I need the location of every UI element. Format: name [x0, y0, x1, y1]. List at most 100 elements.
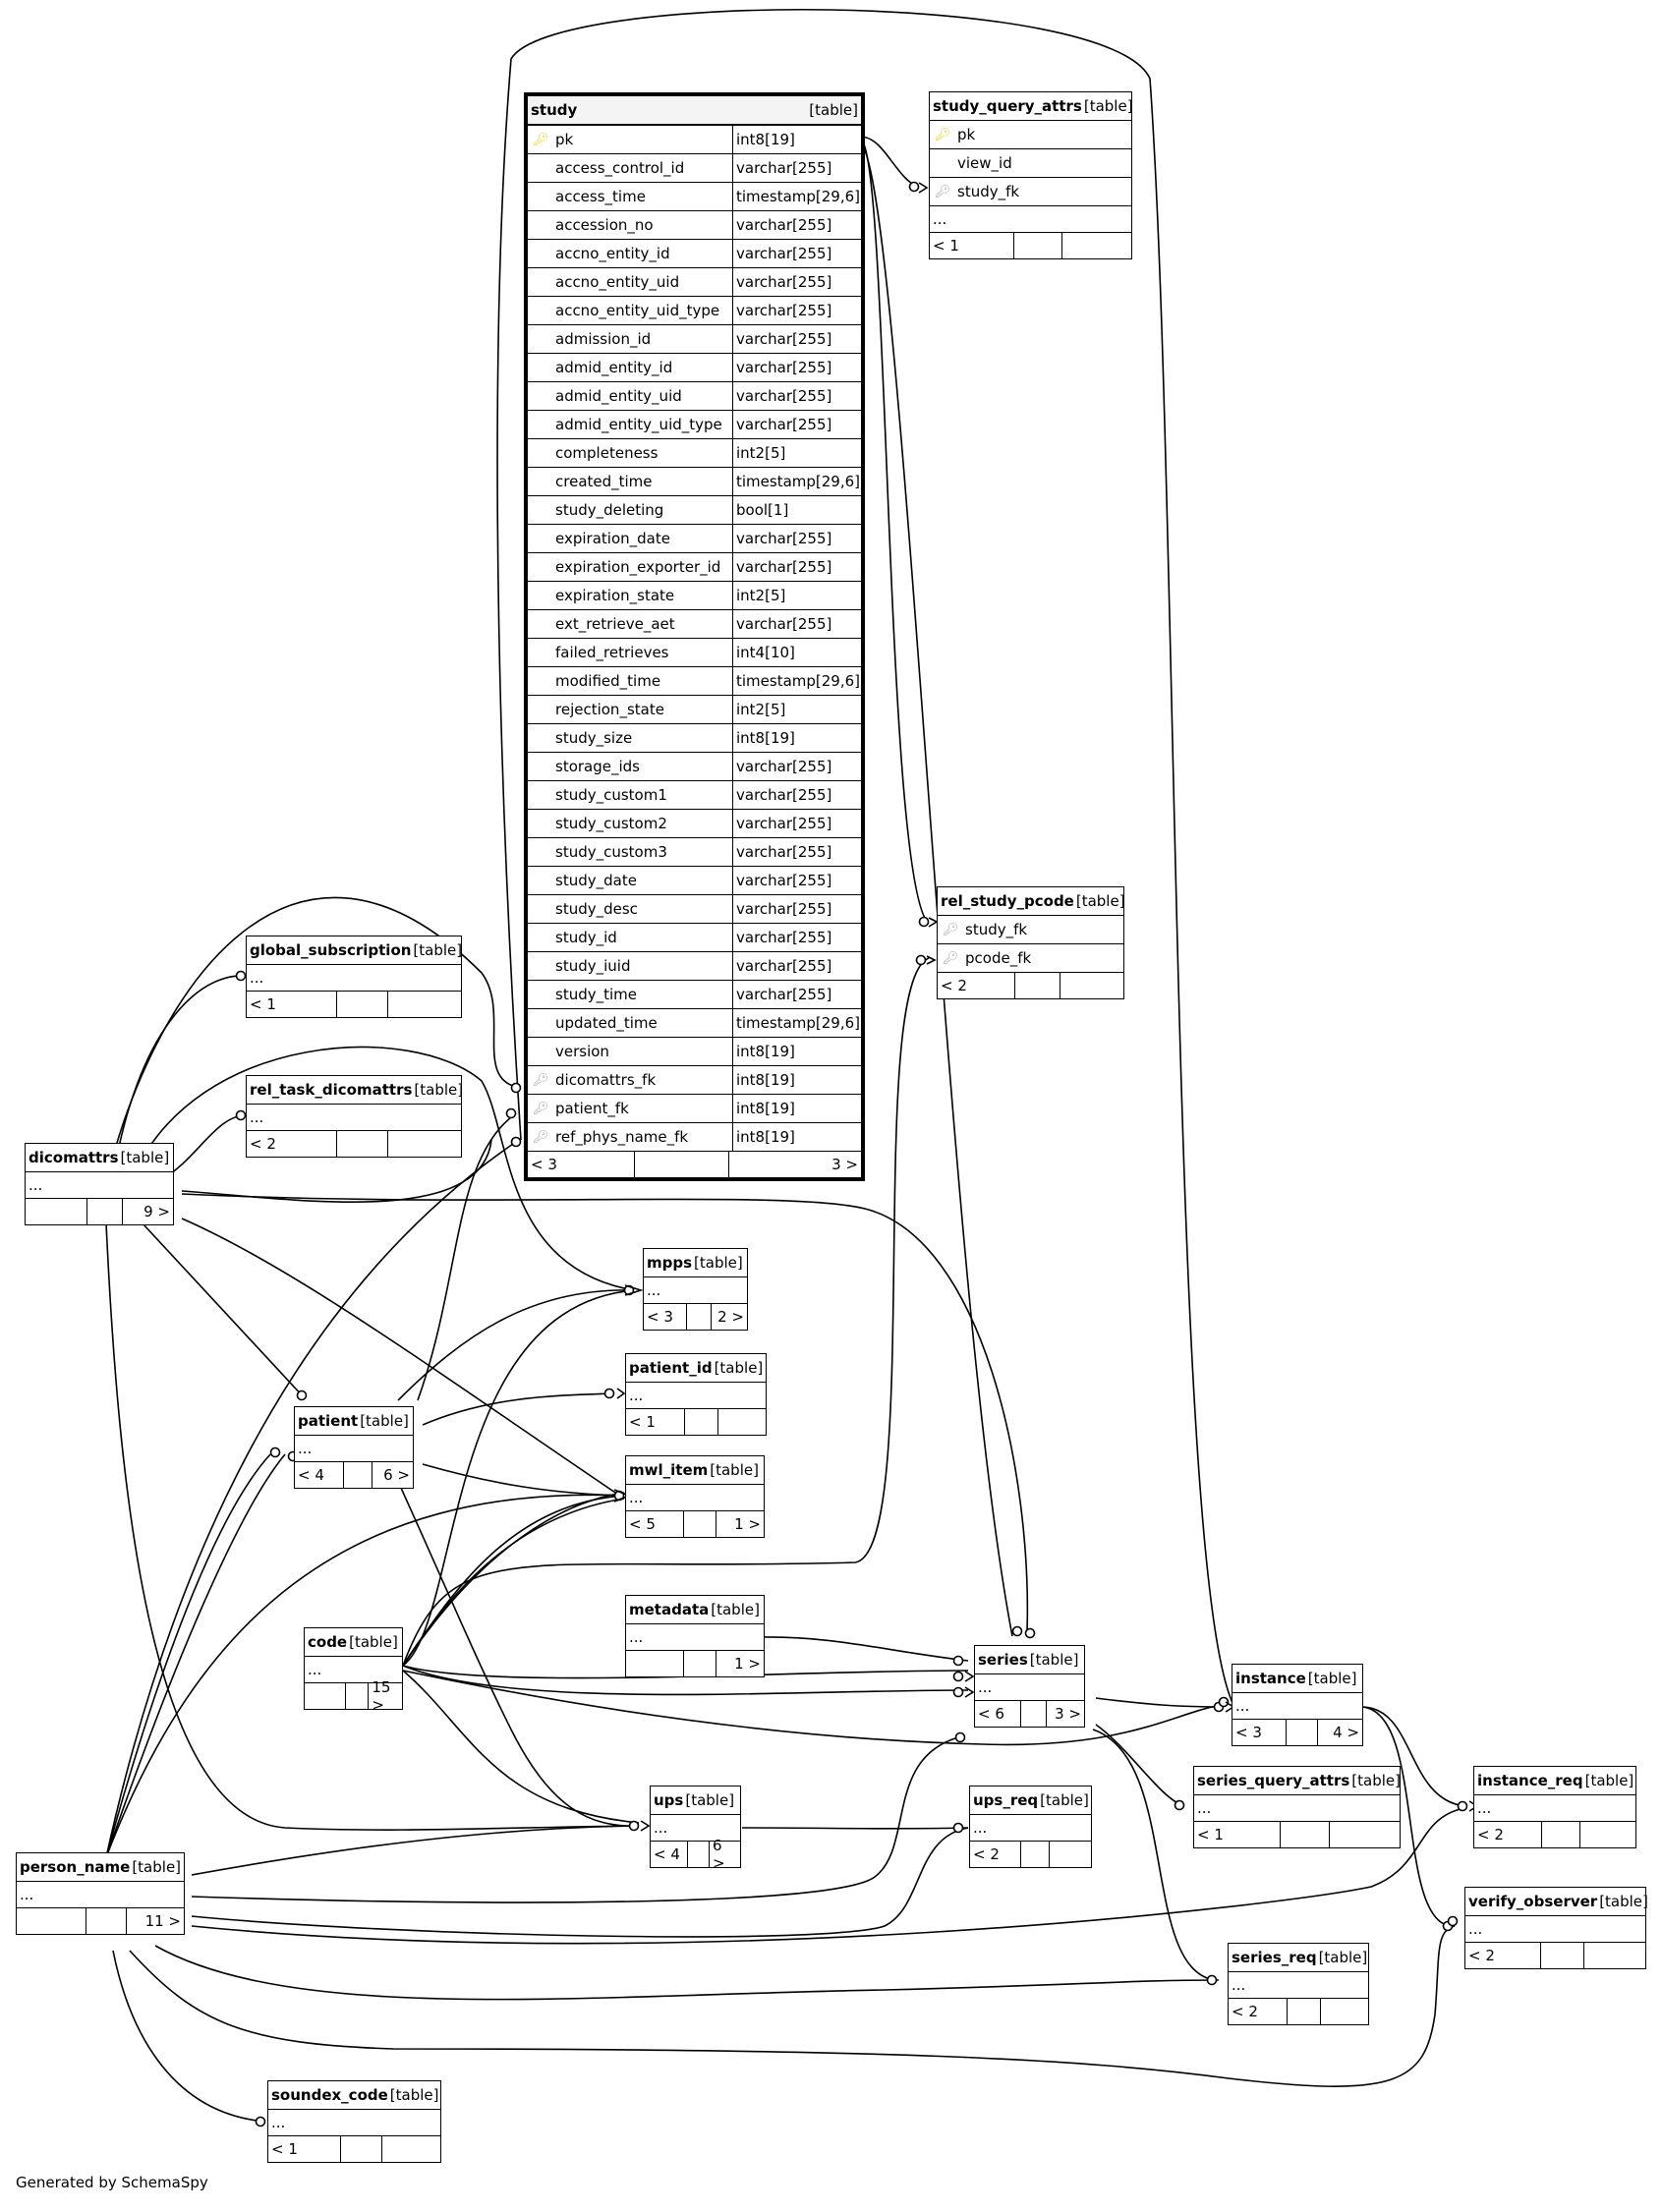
footer-parents[interactable]: < 1 — [247, 992, 337, 1017]
more-columns[interactable]: ... — [930, 206, 1131, 233]
footer-parents[interactable]: < 6 — [975, 1701, 1021, 1727]
more-columns[interactable]: ... — [247, 1105, 461, 1131]
footer-children[interactable] — [1330, 1822, 1400, 1847]
footer-children[interactable] — [1062, 233, 1131, 258]
footer-children[interactable]: 6 > — [713, 1837, 725, 1872]
footer-parents[interactable] — [626, 1651, 684, 1676]
column-row[interactable]: 🔑︎ study_fk — [930, 178, 1131, 206]
footer-children[interactable]: 4 > — [1333, 1724, 1359, 1741]
footer-children[interactable] — [1050, 1842, 1091, 1867]
more-columns[interactable]: ... — [1229, 1972, 1368, 1999]
footer-parents[interactable]: < 2 — [1465, 1943, 1541, 1968]
more-columns[interactable]: ... — [1465, 1916, 1645, 1943]
table-patient-id[interactable]: patient_id[table]...< 1 — [625, 1353, 767, 1436]
footer-children[interactable] — [1060, 973, 1123, 998]
more-columns[interactable]: ... — [1232, 1693, 1362, 1720]
footer-children[interactable] — [388, 1131, 461, 1157]
more-columns[interactable]: ... — [295, 1436, 413, 1462]
table-series-req[interactable]: series_req[table]...< 2 — [1228, 1943, 1369, 2025]
more-columns[interactable]: ... — [17, 1882, 184, 1908]
footer-parents[interactable] — [305, 1683, 346, 1709]
table-ups-req[interactable]: ups_req[table]...< 2 — [969, 1786, 1092, 1868]
footer-parents[interactable]: < 1 — [1194, 1822, 1281, 1847]
more-columns[interactable]: ... — [626, 1624, 764, 1651]
more-columns[interactable]: ... — [626, 1485, 764, 1511]
table-instance-req[interactable]: instance_req[table]...< 2 — [1473, 1766, 1636, 1848]
footer-children[interactable]: 3 > — [831, 1156, 858, 1173]
footer-parents[interactable] — [26, 1199, 87, 1224]
footer-parents[interactable]: < 2 — [970, 1842, 1021, 1867]
table-global-subscription[interactable]: global_subscription[table]...< 1 — [246, 936, 462, 1018]
footer-children[interactable]: 1 > — [734, 1515, 761, 1533]
footer-children[interactable] — [1580, 1822, 1635, 1847]
more-columns[interactable]: ... — [247, 965, 461, 992]
more-columns[interactable]: ... — [651, 1815, 740, 1842]
footer-parents[interactable]: < 2 — [1229, 1999, 1288, 2024]
footer-parents[interactable]: < 5 — [626, 1511, 684, 1537]
footer-parents[interactable]: < 2 — [247, 1131, 337, 1157]
footer-children[interactable]: 1 > — [734, 1655, 761, 1673]
more-columns[interactable]: ... — [1194, 1795, 1400, 1822]
table-verify-observer[interactable]: verify_observer[table]...< 2 — [1464, 1887, 1648, 1969]
more-columns[interactable]: ... — [644, 1277, 747, 1304]
footer-children[interactable]: 2 > — [717, 1308, 744, 1326]
footer-parents[interactable]: < 4 — [295, 1462, 345, 1488]
more-columns[interactable]: ... — [975, 1674, 1084, 1701]
footer-parents[interactable]: < 4 — [651, 1842, 689, 1867]
footer-children[interactable]: 6 > — [383, 1466, 410, 1484]
column-row[interactable]: 🔑︎ pk — [930, 121, 1131, 149]
column-row[interactable]: 🔑︎ pcode_fk — [938, 944, 1123, 973]
table-code[interactable]: code[table]...15 > — [304, 1627, 403, 1714]
footer-children[interactable]: 9 > — [143, 1203, 170, 1220]
footer-parents[interactable]: < 3 — [644, 1304, 688, 1330]
table-rel-task-dicomattrs[interactable]: rel_task_dicomattrs[table]...< 2 — [246, 1075, 463, 1158]
footer-children[interactable] — [1584, 1943, 1645, 1968]
footer-parents[interactable] — [17, 1908, 87, 1934]
table-metadata[interactable]: metadata[table]...1 > — [625, 1595, 765, 1677]
table-series-query-attrs[interactable]: series_query_attrs[table]...< 1 — [1193, 1766, 1401, 1848]
footer-children[interactable] — [1321, 1999, 1368, 2024]
table-study-query-attrs[interactable]: study_query_attrs [table] 🔑︎ pk view_id … — [929, 91, 1133, 259]
more-columns[interactable]: ... — [1474, 1795, 1635, 1822]
more-columns[interactable]: ... — [305, 1657, 402, 1683]
footer-children[interactable] — [382, 2136, 441, 2162]
more-columns[interactable]: ... — [268, 2110, 440, 2136]
footer-children[interactable]: 11 > — [144, 1912, 181, 1930]
footer-parents[interactable]: < 2 — [1474, 1822, 1542, 1847]
